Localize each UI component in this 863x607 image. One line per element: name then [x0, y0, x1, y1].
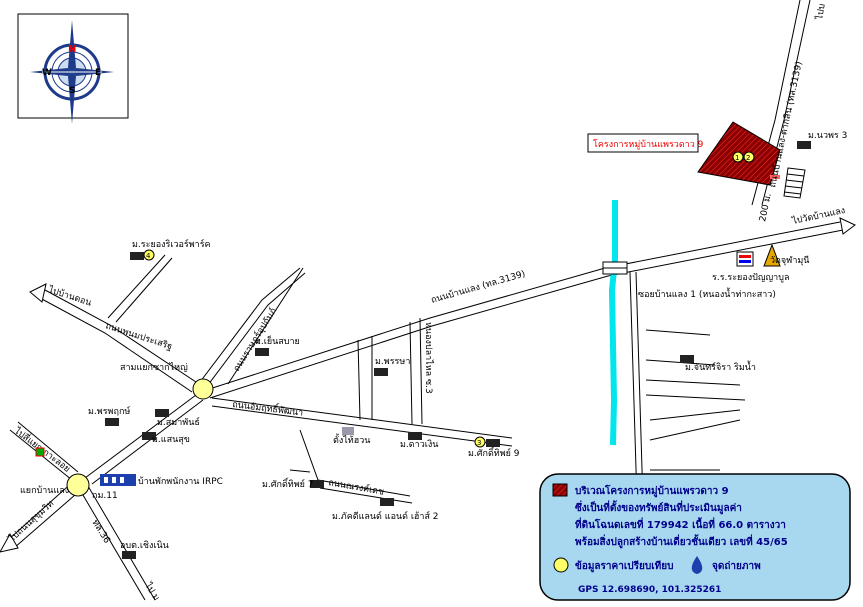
- road-soi-ban-laeng: ซอยบ้านแลง 1 (หนองน้ำท่ากะสาว): [638, 287, 776, 300]
- place-chutiphat9: ม.ศักดิ์ทิพย์ 9: [468, 446, 520, 459]
- road-phanom-prasoet: ถนนพนมประเสริฐ: [104, 320, 174, 352]
- compass-e: E: [95, 68, 101, 78]
- place-saensuk: ม.แสนสุข: [152, 435, 190, 445]
- building-icon: [155, 409, 169, 417]
- building-icon: [408, 432, 422, 440]
- place-chutiphat7: ม.ศักดิ์ทิพย์ 7: [262, 477, 314, 490]
- place-phraphruek: ม.พรพฤกษ์: [88, 405, 131, 417]
- place-samaphan: ม.สมาพันธ์: [157, 416, 200, 428]
- building-icon: [486, 439, 500, 447]
- place-taihuan: ตั้งไท้ฮวน: [333, 433, 370, 446]
- legend-line1: บริเวณโครงการหมู่บ้านแพรวดาว 9: [575, 484, 729, 498]
- road-rongkhet: ถนนณรงค์เดช: [327, 476, 385, 498]
- temple-icon: [763, 243, 781, 267]
- place-mu-land: ม.ภัคดีแลนด์ แอนด์ เฮ้าส์ 2: [332, 510, 439, 522]
- marker-4-label: 4: [146, 252, 151, 260]
- legend-comparison-icon: [553, 557, 569, 573]
- place-wat: วัดจุฬามุนี: [770, 255, 809, 266]
- place-phrannaa: ม.พรรษา: [375, 357, 410, 367]
- road-nongpla: หนองปลาไหล ซ.3: [423, 322, 434, 394]
- project-label-box: [587, 133, 699, 153]
- marker-3: [474, 436, 486, 448]
- marker-1: [732, 151, 744, 163]
- building-icon: [310, 480, 324, 488]
- building-icon: [130, 252, 144, 260]
- school-icon: [736, 251, 754, 267]
- legend-gps: GPS 12.698690, 101.325261: [578, 585, 721, 595]
- building-icon: [680, 355, 694, 363]
- building-icon: [142, 432, 156, 440]
- compass-rose: N E S W: [17, 13, 129, 124]
- road-dist-200: 200 ม.: [758, 192, 774, 222]
- marker-2: [743, 151, 755, 163]
- photo-point-icon: [691, 556, 703, 574]
- legend-comparison: ข้อมูลราคาเปรียบเทียบ: [575, 560, 673, 573]
- place-school: ร.ร.ระยองปัญญาบูล: [712, 273, 789, 283]
- road-to-ban-laeng: ไปวัดบ้านแลง: [790, 205, 846, 227]
- place-chanchira: ม.จันทร์จิรา ริมน้ำ: [685, 360, 756, 373]
- junction-sam-yaek: สามแยกซากไหญ่: [120, 362, 188, 373]
- taihuan-icon: [342, 427, 354, 435]
- building-icon: [374, 368, 388, 376]
- road-to-top: ไปบ: [814, 3, 828, 22]
- marker-2-label: 2: [746, 154, 750, 162]
- junction-sam-yaek-circle: [192, 378, 214, 400]
- compass-s: S: [69, 86, 75, 96]
- place-daoren: ม.ดาวเงิน: [400, 439, 438, 450]
- building-icon: [380, 498, 394, 506]
- legend-project-swatch: [552, 483, 568, 497]
- legend-photo: จุดถ่ายภาพ: [712, 560, 761, 572]
- junction-yaek-ban-laeng: แยกบ้านแลง: [20, 485, 69, 496]
- road-amphoe-phatthana: ถนนอัมฤทธิ์พัฒนา: [232, 397, 304, 419]
- compass-n: N: [68, 44, 76, 55]
- place-sukchan: ม.เย็นสบาย: [255, 334, 300, 347]
- marker-3-label: 3: [477, 439, 481, 447]
- project-gate: [770, 175, 780, 179]
- place-aobt: อบต.เชิงเนิน: [120, 540, 169, 551]
- building-icon: [255, 348, 269, 356]
- seven-eleven-icon: [35, 447, 45, 457]
- legend-line4: พร้อมสิ่งปลูกสร้างบ้านเดี่ยวชั้นเดียว เล…: [575, 534, 788, 549]
- place-chatluang: ม.ระยองริเวอร์พาร์ค: [132, 238, 211, 250]
- road-hw36: ทล.36: [89, 518, 111, 545]
- place-naphon: ม.นวพร 3: [808, 131, 847, 141]
- river: [608, 200, 618, 446]
- legend-line2: ซึ่งเป็นที่ตั้งของทรัพย์สินที่ประเมินมูล…: [575, 500, 742, 515]
- place-km11: กม.11: [92, 491, 118, 501]
- building-icon: [797, 141, 811, 149]
- marker-1-label: 1: [735, 154, 739, 162]
- bridge-icon: [602, 261, 628, 275]
- junction-ban-laeng-circle: [66, 473, 90, 497]
- marker-4: [143, 249, 155, 261]
- place-bh-irpc: บ้านพักพนักงาน IRPC: [138, 476, 223, 487]
- road-sukhumvit: ไปถนนสุขุมวิท: [6, 498, 56, 545]
- building-icon: [105, 418, 119, 426]
- compass-w: W: [42, 68, 52, 78]
- road-main-label: ถนนบ้านแลง (ทล.3139): [430, 268, 527, 305]
- building-icon: [122, 551, 136, 559]
- legend: บริเวณโครงการหมู่บ้านแพรวดาว 9 ซึ่งเป็นท…: [539, 473, 851, 601]
- legend-line3: ที่ดินโฉนดเลขที่ 179942 เนื้อที่ 66.0 ตา…: [575, 517, 786, 531]
- irpc-housing-icon: [100, 474, 136, 486]
- project-label: โครงการหมู่บ้านแพรวดาว 9: [593, 139, 704, 150]
